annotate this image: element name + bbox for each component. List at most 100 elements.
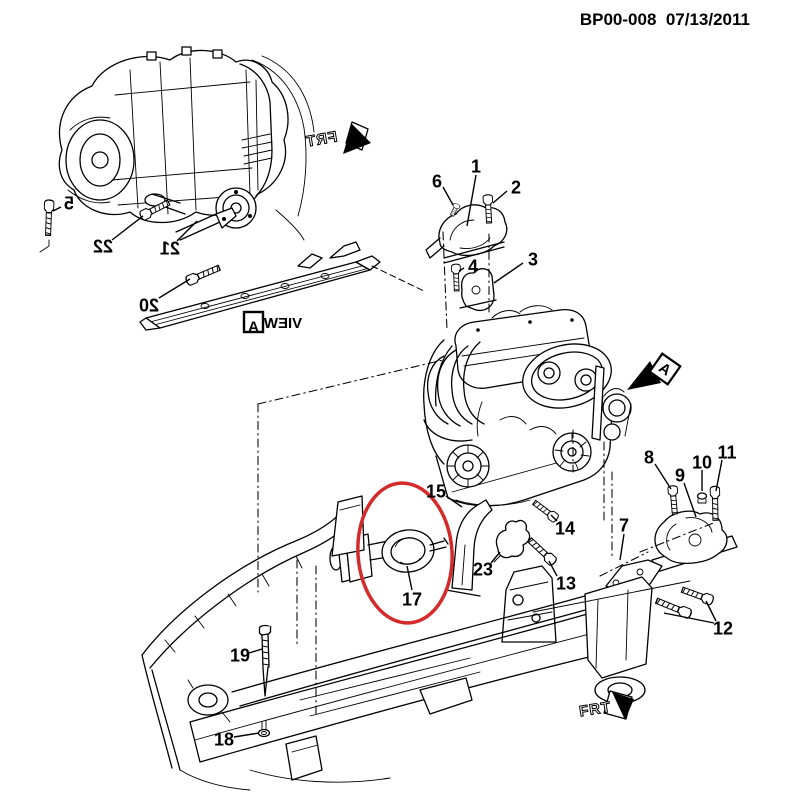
callout-number-7: 7 [619, 515, 629, 535]
callout-2: 2 [492, 177, 521, 204]
leader-line [619, 533, 625, 561]
view-a-label: A VIEW [242, 310, 302, 335]
view-letter-box [242, 310, 265, 334]
callout-12: 12 [663, 600, 733, 638]
leader-line [406, 565, 413, 591]
leader-line [490, 551, 501, 564]
frt-bottom-text: FRT [578, 699, 612, 721]
callout-5: 5 [52, 193, 74, 213]
highlight-circle [356, 481, 454, 625]
callout-6: 6 [432, 171, 454, 206]
leader-line [466, 174, 477, 227]
callout-13: 13 [548, 560, 576, 593]
view-letter: A [248, 318, 259, 335]
transmission-assembly-art [39, 46, 315, 253]
callout-number-4: 4 [468, 256, 478, 276]
callout-number-9: 9 [675, 465, 685, 485]
callout-number-20: 20 [139, 295, 159, 315]
callout-14: 14 [550, 514, 575, 538]
callout-number-19: 19 [230, 645, 250, 665]
callout-number-11: 11 [717, 442, 736, 462]
callout-1: 1 [466, 156, 481, 227]
subframe-art [141, 495, 691, 791]
callout-7: 7 [619, 515, 629, 561]
callout-20: 20 [139, 278, 191, 315]
callout-3: 3 [493, 249, 538, 284]
bolt-12b [654, 595, 694, 620]
callout-22: 22 [93, 215, 144, 256]
leader-line [683, 482, 697, 518]
bolt-19 [258, 624, 272, 697]
callout-number-14: 14 [555, 518, 575, 538]
fasteners [42, 194, 721, 738]
view-a-arrow-box [648, 352, 682, 386]
leader-line [654, 463, 672, 490]
callout-number-1: 1 [471, 156, 481, 176]
leader-line [176, 220, 198, 242]
drawing-number-title: BP00-008 07/13/2011 [580, 10, 750, 29]
view-word-mirrored: VIEW [263, 315, 302, 332]
callout-10: 10 [692, 452, 712, 491]
bolt-13 [525, 535, 559, 568]
callout-number-10: 10 [692, 452, 712, 472]
leader-line [248, 648, 263, 654]
nut-18 [257, 720, 271, 738]
engine-assembly-art [423, 305, 632, 507]
frt-arrow-top: FRT [303, 121, 371, 154]
bolt-8 [667, 484, 681, 515]
callout-9: 9 [675, 465, 697, 518]
callout-8: 8 [644, 447, 672, 490]
frt-arrow-bottom: FRT [578, 690, 634, 721]
callout-number-22: 22 [93, 236, 113, 256]
callout-23: 23 [473, 551, 501, 579]
callout-21: 21 [160, 220, 198, 258]
callout-15: 15 [426, 481, 463, 508]
leader-line [492, 190, 508, 204]
frt-top-arrowhead [343, 124, 371, 154]
leader-line [458, 267, 465, 272]
crossmember-art [139, 241, 427, 331]
leader-line [705, 600, 717, 622]
transmission-mount-art [329, 499, 557, 643]
callout-number-8: 8 [644, 447, 654, 467]
leader-line [445, 495, 463, 508]
frt-bottom-arrowhead [612, 692, 634, 720]
callout-number-17: 17 [402, 589, 422, 609]
view-a-direction-arrow: A [627, 352, 682, 390]
callout-number-23: 23 [473, 559, 493, 579]
callout-number-6: 6 [432, 171, 442, 191]
callout-number-13: 13 [556, 573, 576, 593]
callout-number-15: 15 [426, 481, 446, 501]
callout-number-2: 2 [511, 177, 521, 197]
callout-18: 18 [214, 729, 260, 749]
projection-lines [257, 231, 613, 719]
callout-number-12: 12 [713, 618, 733, 638]
leader-line [548, 560, 558, 577]
callout-number-18: 18 [214, 729, 234, 749]
callout-number-3: 3 [528, 249, 538, 269]
nut-10 [696, 492, 708, 504]
bolt-4 [450, 263, 462, 292]
bolt-20 [184, 262, 222, 287]
leader-line [442, 186, 454, 206]
callout-4: 4 [458, 256, 478, 276]
leader-line [52, 206, 62, 212]
callout-number-5: 5 [64, 193, 74, 213]
callout-17: 17 [402, 565, 422, 609]
leader-line [715, 459, 723, 492]
bolt-5 [42, 199, 55, 237]
leader-line [663, 612, 715, 624]
callout-19: 19 [230, 645, 263, 665]
leader-line [111, 215, 144, 241]
bolt-12a [679, 584, 716, 607]
callout-11: 11 [715, 442, 737, 492]
leader-line [493, 262, 524, 284]
leader-line [550, 514, 558, 522]
leader-line [158, 278, 191, 299]
frt-top-text: FRT [304, 128, 339, 150]
leader-line [233, 732, 260, 738]
engine-top-mount-art [425, 204, 508, 312]
